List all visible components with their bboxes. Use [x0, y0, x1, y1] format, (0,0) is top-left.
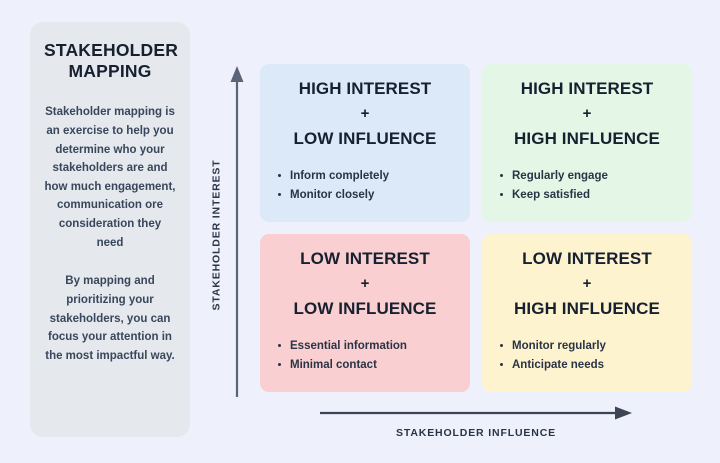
- x-axis-label: STAKEHOLDER INFLUENCE: [396, 427, 556, 439]
- sidebar-paragraph-2: By mapping and prioritizing your stakeho…: [45, 275, 175, 362]
- y-axis-label: STAKEHOLDER INTEREST: [206, 150, 226, 320]
- quadrant-heading-line1: HIGH INTEREST: [298, 79, 432, 98]
- quadrant-low-interest-low-influence[interactable]: LOW INTEREST + LOW INFLUENCE Essential i…: [260, 234, 470, 392]
- y-axis-label-text: STAKEHOLDER INTEREST: [210, 159, 223, 311]
- quadrant-bullet-list: Essential information Minimal contact: [274, 337, 456, 374]
- page-title: STAKEHOLDER MAPPING: [44, 40, 179, 81]
- quadrant-bullet-list: Inform completely Monitor closely: [274, 167, 456, 204]
- quadrant-heading-line2: HIGH INFLUENCE: [514, 299, 660, 318]
- quadrant-low-interest-high-influence[interactable]: LOW INTEREST + HIGH INFLUENCE Monitor re…: [482, 234, 692, 392]
- list-item: Minimal contact: [274, 356, 456, 375]
- quadrant-heading-line2: LOW INFLUENCE: [293, 129, 437, 148]
- quadrant-heading-line1: HIGH INTEREST: [520, 79, 654, 98]
- quadrant-heading-line2: LOW INFLUENCE: [293, 299, 437, 318]
- list-item: Keep satisfied: [496, 186, 678, 205]
- quadrant-high-interest-low-influence[interactable]: HIGH INTEREST + LOW INFLUENCE Inform com…: [260, 64, 470, 222]
- list-item: Monitor regularly: [496, 337, 678, 356]
- arrow-up-icon: [230, 66, 244, 397]
- quadrant-plus-sign: +: [582, 105, 592, 122]
- list-item: Inform completely: [274, 167, 456, 186]
- quadrant-bullet-list: Regularly engage Keep satisfied: [496, 167, 678, 204]
- list-item: Anticipate needs: [496, 356, 678, 375]
- quadrant-plus-sign: +: [582, 275, 592, 292]
- sidebar-panel: STAKEHOLDER MAPPING Stakeholder mapping …: [30, 22, 190, 437]
- list-item: Monitor closely: [274, 186, 456, 205]
- quadrant-bullet-list: Monitor regularly Anticipate needs: [496, 337, 678, 374]
- quadrant-heading-line1: LOW INTEREST: [522, 249, 652, 268]
- quadrant-plus-sign: +: [360, 275, 370, 292]
- sidebar-paragraph-1: Stakeholder mapping is an exercise to he…: [44, 106, 176, 249]
- list-item: Regularly engage: [496, 167, 678, 186]
- list-item: Essential information: [274, 337, 456, 356]
- quadrant-heading-line1: LOW INTEREST: [300, 249, 430, 268]
- quadrant-high-interest-high-influence[interactable]: HIGH INTEREST + HIGH INFLUENCE Regularly…: [482, 64, 692, 222]
- arrow-right-icon: [320, 406, 632, 420]
- quadrant-heading-line2: HIGH INFLUENCE: [514, 129, 660, 148]
- quadrant-plus-sign: +: [360, 105, 370, 122]
